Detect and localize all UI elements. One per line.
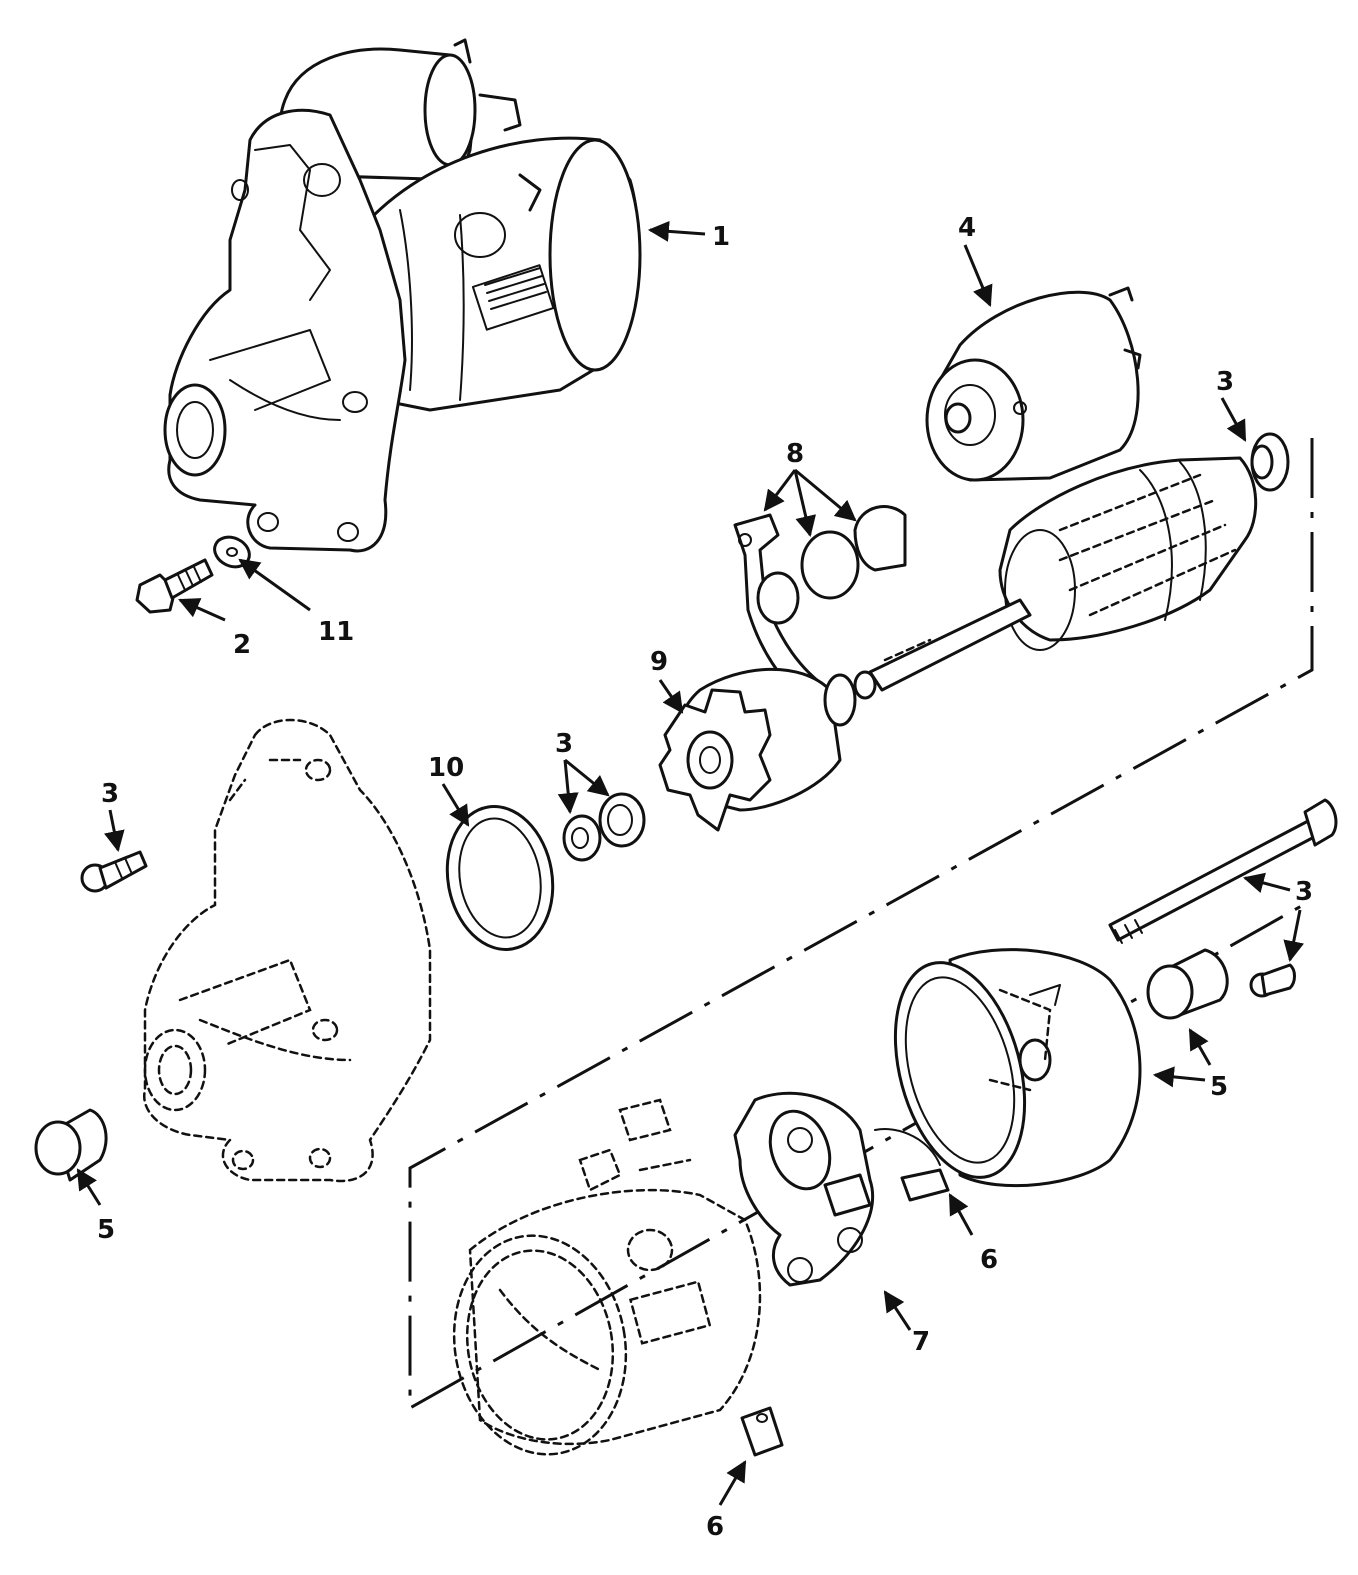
bushing-part-5-right: [1146, 948, 1229, 1020]
yoke-housing: [452, 1098, 762, 1456]
callout-arrows: [76, 220, 1305, 1506]
stop-collar-part-3: [562, 792, 646, 862]
through-bolt-part-3: [1108, 798, 1338, 944]
callout-2: 2: [233, 630, 251, 660]
callout-3-armature-bearing: 3: [1216, 367, 1234, 397]
callout-8: 8: [786, 439, 804, 469]
starter-assembly: [163, 38, 642, 553]
brush-holder-part-7: [733, 1091, 950, 1287]
callout-10: 10: [428, 753, 464, 783]
callout-6-bottom: 6: [706, 1512, 724, 1542]
callout-7: 7: [912, 1327, 930, 1357]
screw-part-3-right: [1249, 963, 1296, 998]
callout-9: 9: [650, 647, 668, 677]
callout-5-right: 5: [1210, 1072, 1228, 1102]
bolt-part-2: [135, 558, 214, 614]
bearing-part-3-armature: [1250, 432, 1290, 492]
callout-3-stop-collar: 3: [555, 729, 573, 759]
callout-6-right: 6: [980, 1245, 998, 1275]
bushing-part-5-left: [34, 1108, 108, 1182]
o-ring-part-10: [445, 805, 555, 951]
drive-housing-exploded: [142, 718, 432, 1183]
end-frame: [893, 948, 1142, 1188]
callout-labels: 1 2 11 4 3 8 9 10 3 3 3 5 5 6 7 6 3: [97, 213, 1313, 1542]
callout-5-left: 5: [97, 1215, 115, 1245]
exploded-view-frame: [408, 438, 1314, 1411]
callout-3-through-bolt: 3: [1295, 877, 1313, 907]
drive-pinion-part-9: [658, 667, 857, 832]
callout-11: 11: [318, 617, 354, 647]
callout-3-screw-left: 3: [101, 779, 119, 809]
armature: [853, 456, 1258, 700]
callout-1: 1: [712, 222, 730, 252]
callout-4: 4: [958, 213, 976, 243]
solenoid-part-4: [925, 286, 1142, 482]
screw-part-3-left: [80, 850, 148, 893]
brush-part-6: [740, 1406, 784, 1457]
